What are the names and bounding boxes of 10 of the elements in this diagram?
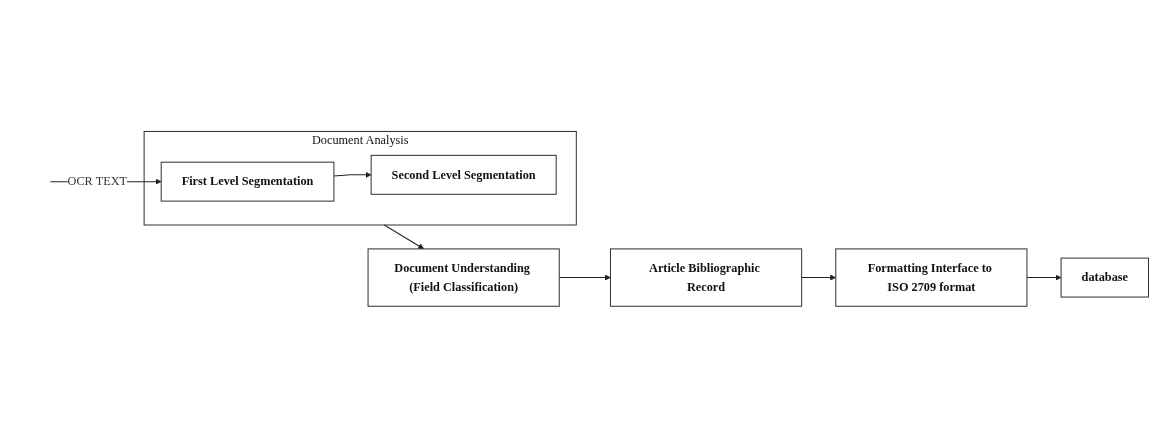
node-box: database xyxy=(1060,257,1149,298)
node-box: Article Bibliographic Record xyxy=(609,248,803,307)
node-box: First Level Segmentation xyxy=(160,161,335,202)
node-box: Second Level Segmentation xyxy=(370,155,557,195)
node-box: Formatting Interface to ISO 2709 format xyxy=(835,248,1028,307)
arrow xyxy=(333,171,372,178)
edge-label: OCR TEXT xyxy=(67,174,128,189)
node-box: Document Understanding (Field Classification) xyxy=(367,248,560,307)
arrow xyxy=(383,224,425,250)
arrow xyxy=(1026,274,1062,281)
